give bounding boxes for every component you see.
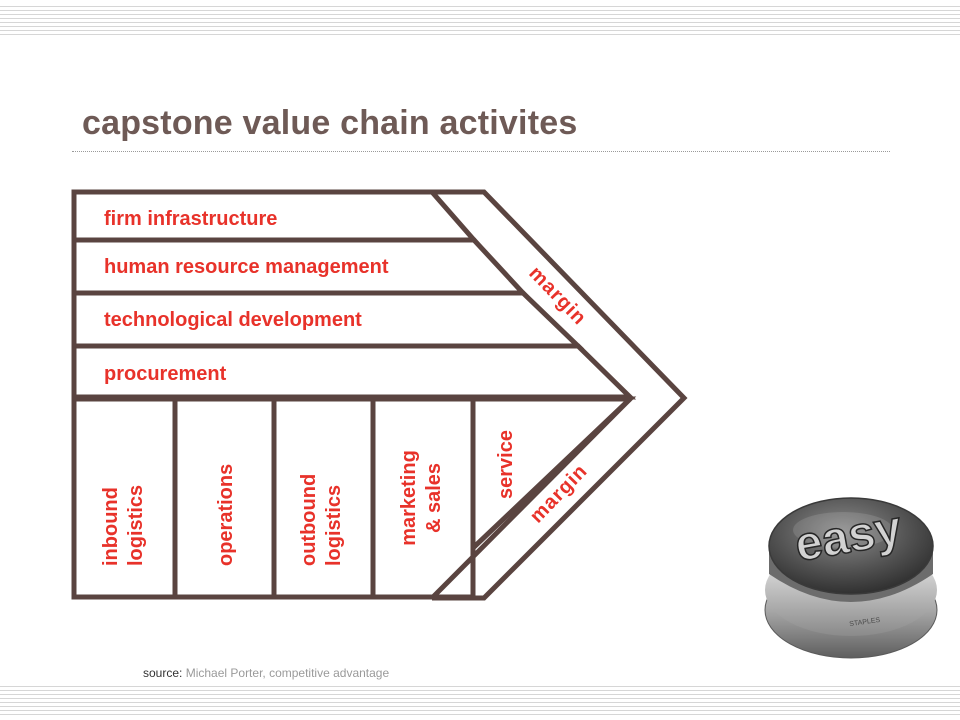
primary-label-inbound-logistics-1: inbound	[100, 487, 122, 566]
value-chain-frame	[71, 189, 688, 601]
page-title: capstone value chain activites	[82, 104, 578, 142]
margin-band-inner-bottom	[430, 397, 632, 600]
primary-label-inbound-logistics-2: logistics	[125, 485, 147, 566]
support-label-technological-development: technological development	[104, 309, 362, 331]
primary-label-outbound-logistics-1: outbound	[298, 474, 320, 566]
source-key: source:	[143, 666, 183, 680]
primary-label-operations: operations	[215, 464, 237, 566]
support-label-procurement: procurement	[104, 363, 227, 385]
margin-label-top: margin	[524, 262, 590, 330]
easy-button-icon: easy STAPLES	[764, 497, 938, 659]
bottom-decorative-stripes	[0, 686, 960, 718]
support-label-human-resource: human resource management	[104, 256, 389, 278]
primary-label-service: service	[495, 430, 517, 499]
staples-brand-label: STAPLES	[849, 617, 881, 628]
primary-label-marketing-sales-2: & sales	[423, 463, 445, 533]
primary-label-marketing-sales-1: marketing	[398, 450, 420, 546]
source-text: Michael Porter, competitive advantage	[185, 666, 390, 680]
title-divider	[72, 151, 890, 152]
top-decorative-stripes	[0, 6, 960, 38]
support-label-firm-infrastructure: firm infrastructure	[104, 208, 277, 230]
primary-col-service	[470, 396, 637, 554]
source-citation: source: Michael Porter, competitive adva…	[143, 666, 389, 680]
primary-label-outbound-logistics-2: logistics	[323, 485, 345, 566]
